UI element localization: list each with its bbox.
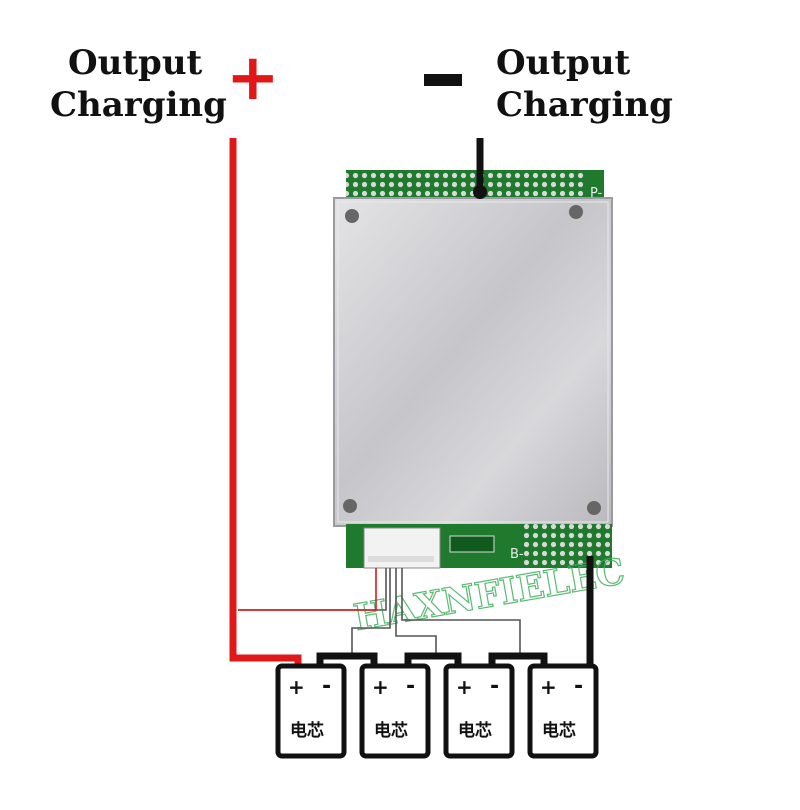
cell-minus-terminal: - [322,674,331,699]
battery-cell: +- 电芯 [359,663,431,759]
battery-cells: +-电芯+-电芯+-电芯+-电芯 [275,663,599,759]
cell-label: 电芯 [290,720,324,741]
battery-cell: +- 电芯 [443,663,515,759]
cell-minus-terminal: - [490,674,499,699]
cell-series-links [316,652,548,666]
negative-sign [424,74,462,86]
right-output-label: Output Charging [496,42,673,126]
positive-sign: + [226,41,280,115]
right-output-line2: Charging [496,85,673,125]
left-output-line2: Charging [50,85,227,125]
cell-minus-terminal: - [406,674,415,699]
metal-shield [333,197,613,527]
battery-cell: +- 电芯 [275,663,347,759]
battery-cell-body [443,663,515,759]
positive-output-wire [229,138,302,666]
screw-icon [345,209,359,223]
battery-cell-body [359,663,431,759]
cell-plus-terminal: + [540,675,557,699]
screw-icon [343,499,357,513]
left-output-line1: Output [68,43,203,83]
cell-label: 电芯 [542,720,576,741]
pcb-pin-label-b: B- [510,547,524,562]
cell-plus-terminal: + [288,675,305,699]
balance-wire-positive [238,568,377,611]
battery-cell: +- 电芯 [527,663,599,759]
screw-icon [569,205,583,219]
battery-cell-body [275,663,347,759]
cell-label: 电芯 [374,720,408,741]
cell-plus-terminal: + [456,675,473,699]
right-output-line1: Output [496,43,631,83]
cell-label: 电芯 [458,720,492,741]
cell-minus-terminal: - [574,674,583,699]
pcb-bottom: B- [346,524,612,569]
left-output-label: Output Charging [50,42,227,126]
cell-plus-terminal: + [372,675,389,699]
battery-cell-body [527,663,599,759]
screw-icon [587,501,601,515]
